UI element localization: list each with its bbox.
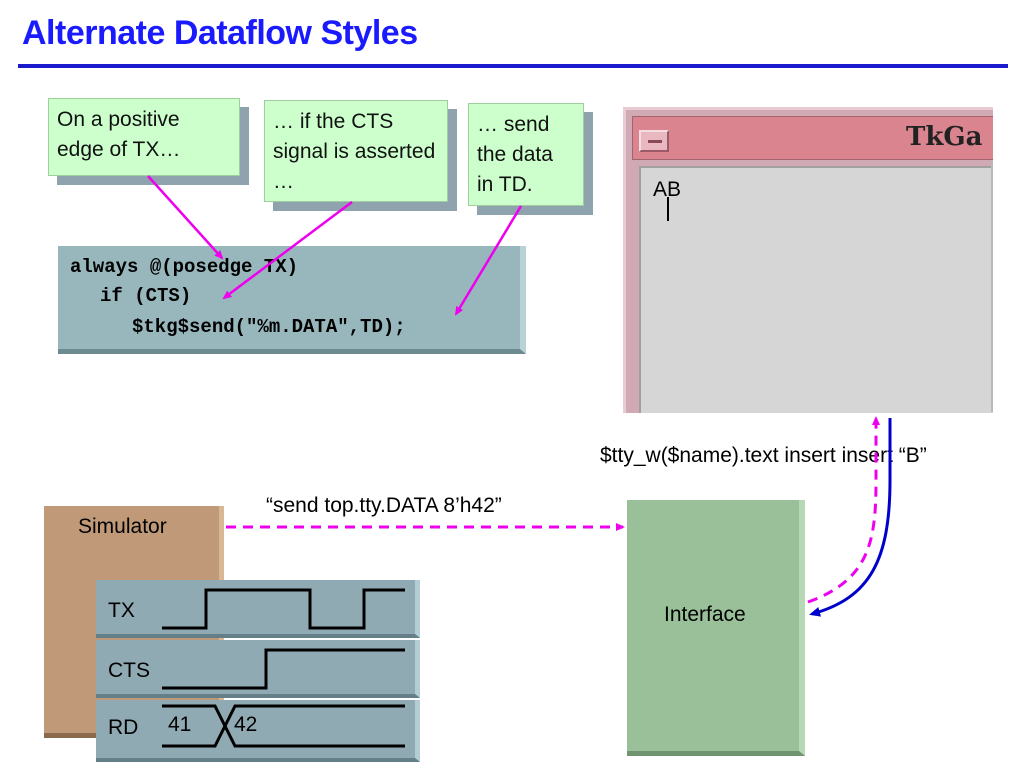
rd-value-after: 42 <box>234 713 258 736</box>
signal-row-rd <box>96 700 420 762</box>
code-box <box>58 246 526 354</box>
tty-command-label: $tty_w($name).text insert insert “B” <box>600 444 927 467</box>
waveform-rd-high <box>162 704 405 730</box>
code-line-if: if (CTS) <box>100 285 192 307</box>
signal-label-rd: RD <box>108 716 139 739</box>
tkgate-window-title: TkGa <box>906 122 983 152</box>
interface-box <box>627 500 805 756</box>
arrow-posedge-to-code <box>147 175 224 260</box>
waveform-cts <box>162 648 405 690</box>
note-posedge: On a positive edge of TX… <box>48 98 240 176</box>
signal-label-cts: CTS <box>108 659 150 682</box>
waveform-rd-low <box>162 722 405 748</box>
code-line-send: $tkg$send("%m.DATA",TD); <box>132 316 406 338</box>
rd-value-before: 41 <box>168 713 192 736</box>
send-command-label: “send top.tty.DATA 8’h42” <box>266 494 502 517</box>
waveform-tx <box>162 588 405 630</box>
slide-title: Alternate Dataflow Styles <box>22 14 418 52</box>
note-cts: … if the CTS signal is asserted … <box>264 100 448 202</box>
tty-text-before: A <box>653 178 668 201</box>
arrow-cts-to-code <box>222 201 353 300</box>
interface-label: Interface <box>664 603 746 626</box>
simulator-label: Simulator <box>78 515 167 538</box>
signal-label-tx: TX <box>108 599 135 622</box>
arrow-interface-to-tkgate <box>807 416 880 604</box>
window-menu-icon <box>648 140 662 143</box>
window-menu-button[interactable] <box>639 130 669 152</box>
tkgate-titlebar[interactable] <box>632 116 993 160</box>
note-send: … send the data in TD. <box>468 103 584 206</box>
tty-text-after: B <box>667 178 682 201</box>
arrow-send-to-code <box>454 205 523 316</box>
tty-text-content: AB <box>653 178 682 221</box>
tty-text-area[interactable]: AB <box>639 166 993 413</box>
title-divider <box>18 64 1008 68</box>
arrow-tkgate-to-interface <box>809 418 892 617</box>
tkgate-window: TkGa AB <box>623 107 993 413</box>
